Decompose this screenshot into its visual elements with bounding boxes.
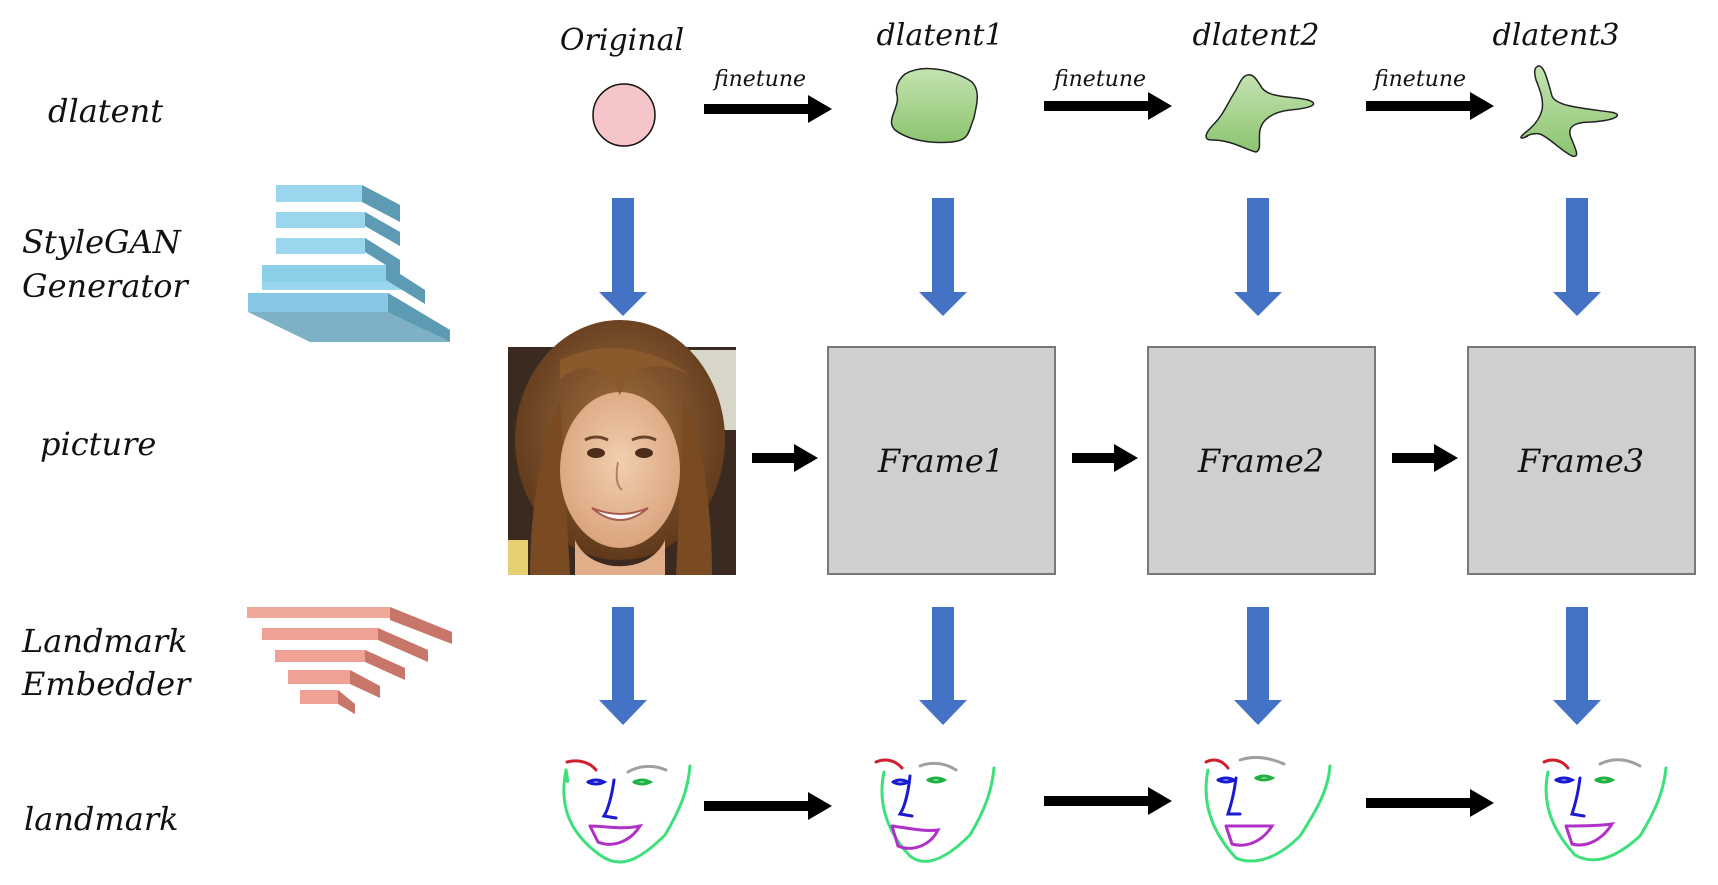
finetune-label: finetune bbox=[712, 67, 806, 92]
latent-shape-3 bbox=[1520, 65, 1619, 158]
generator-down-arrow bbox=[1553, 198, 1601, 316]
col-label-dlatent2: dlatent2 bbox=[1193, 18, 1320, 53]
generator-down-arrow bbox=[1234, 198, 1282, 316]
finetune-arrow bbox=[1044, 92, 1172, 120]
frame-arrow bbox=[1072, 444, 1138, 472]
landmark-sketch-original bbox=[562, 759, 692, 864]
col-label-original: Original bbox=[560, 23, 684, 58]
generator-stack-icon bbox=[248, 185, 450, 342]
row-label-landmark: landmark bbox=[24, 800, 179, 838]
row-label-dlatent: dlatent bbox=[48, 92, 163, 130]
row-label-picture: picture bbox=[40, 425, 156, 463]
row-label-generator-line2: Generator bbox=[22, 267, 190, 305]
row-label-embedder-line2: Embedder bbox=[21, 665, 192, 703]
landmark-sketch-3 bbox=[1542, 758, 1668, 862]
landmark-arrow bbox=[1044, 787, 1172, 815]
frame-arrow bbox=[1392, 444, 1458, 472]
finetune-arrow bbox=[704, 95, 832, 123]
finetune-label: finetune bbox=[1052, 67, 1146, 92]
frame-arrow bbox=[752, 444, 818, 472]
row-label-embedder-line1: Landmark bbox=[21, 622, 188, 660]
original-latent-circle bbox=[592, 83, 656, 147]
embedder-down-arrow bbox=[599, 607, 647, 725]
frame-box-2 bbox=[1147, 346, 1376, 575]
generator-down-arrow bbox=[919, 198, 967, 316]
embedder-pyramid-icon bbox=[247, 607, 452, 714]
landmark-arrow bbox=[1366, 789, 1494, 817]
original-face-photo bbox=[508, 320, 736, 575]
frame-label-3: Frame3 bbox=[1517, 442, 1644, 480]
frame-label-2: Frame2 bbox=[1197, 442, 1324, 480]
landmark-sketch-1 bbox=[874, 758, 996, 863]
generator-down-arrow bbox=[599, 198, 647, 316]
landmark-arrow bbox=[704, 792, 832, 820]
frame-box-1 bbox=[827, 346, 1056, 575]
latent-shape-1 bbox=[890, 67, 979, 144]
col-label-dlatent1: dlatent1 bbox=[877, 18, 1004, 53]
frame-label-1: Frame1 bbox=[877, 442, 1004, 480]
col-label-dlatent3: dlatent3 bbox=[1493, 18, 1620, 53]
finetune-arrow bbox=[1366, 92, 1494, 120]
latent-shape-2 bbox=[1205, 74, 1315, 153]
embedder-down-arrow bbox=[1234, 607, 1282, 725]
embedder-down-arrow bbox=[1553, 607, 1601, 725]
frame-box-3 bbox=[1467, 346, 1696, 575]
embedder-down-arrow bbox=[919, 607, 967, 725]
landmark-sketch-2 bbox=[1204, 755, 1332, 863]
row-label-generator-line1: StyleGAN bbox=[22, 223, 182, 261]
finetune-label: finetune bbox=[1372, 67, 1466, 92]
